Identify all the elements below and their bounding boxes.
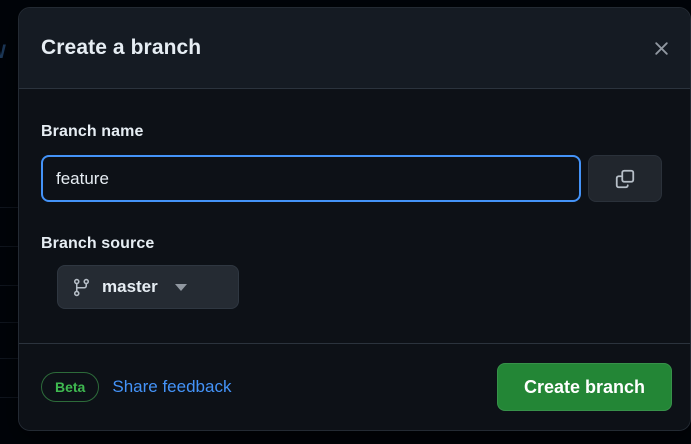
chevron-down-icon [174, 283, 187, 291]
branch-source-label: Branch source [41, 235, 155, 252]
branch-source-value: master [102, 277, 158, 296]
copy-branch-name-button[interactable] [588, 155, 662, 202]
share-feedback-link[interactable]: Share feedback [112, 377, 232, 396]
branch-name-row [41, 155, 662, 202]
dialog-footer: Beta Share feedback Create branch [19, 343, 690, 430]
dialog-title: Create a branch [41, 36, 202, 59]
branch-name-label: Branch name [41, 123, 144, 140]
create-branch-button[interactable]: Create branch [496, 363, 672, 411]
copy-icon [615, 169, 635, 188]
branch-name-input[interactable] [41, 155, 581, 202]
close-button[interactable] [646, 33, 676, 63]
create-branch-dialog: Create a branch Branch name Branch sourc… [18, 7, 691, 431]
footer-left-group: Beta Share feedback [41, 372, 231, 402]
background-text: W [0, 42, 6, 64]
dialog-header: Create a branch [19, 8, 690, 89]
dialog-body: Branch name Branch source master [19, 89, 690, 343]
git-branch-icon [73, 278, 90, 296]
branch-source-select[interactable]: master [57, 265, 239, 309]
close-icon [654, 41, 668, 55]
beta-badge: Beta [41, 372, 100, 402]
